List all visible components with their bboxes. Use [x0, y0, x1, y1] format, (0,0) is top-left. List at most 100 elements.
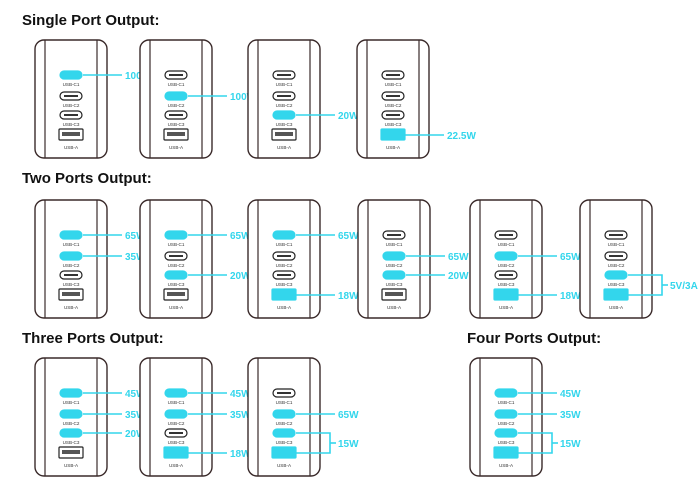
usb-c3-port [272, 110, 296, 120]
port-label-c3: USB-C3 [276, 440, 293, 445]
port-label-c1: USB-C1 [276, 400, 293, 405]
usb-c3-port [494, 428, 518, 438]
port-label-c2: USB-C2 [168, 263, 185, 268]
wattage-label: 15W [560, 439, 581, 450]
usb-a-port [380, 128, 406, 141]
usb-c1-port-slot [609, 234, 623, 236]
port-label-c3: USB-C3 [276, 122, 293, 127]
port-label-a: USB-A [277, 463, 292, 468]
usb-c3-port-slot [169, 432, 183, 434]
port-label-c1: USB-C1 [168, 242, 185, 247]
port-label-c3: USB-C3 [386, 282, 403, 287]
port-label-a: USB-A [64, 145, 79, 150]
wattage-label: 20W [125, 429, 146, 440]
usb-c2-port-slot [386, 95, 400, 97]
usb-c2-port [59, 251, 83, 261]
port-label-c2: USB-C2 [63, 421, 80, 426]
port-label-c3: USB-C3 [63, 282, 80, 287]
port-label-c3: USB-C3 [168, 282, 185, 287]
port-label-c2: USB-C2 [498, 263, 515, 268]
wattage-label: 5V/3A [670, 281, 698, 292]
wattage-label: 35W [560, 410, 581, 421]
usb-c2-port [382, 251, 406, 261]
usb-c3-port [164, 270, 188, 280]
port-label-c2: USB-C2 [608, 263, 625, 268]
usb-a-port [493, 446, 519, 459]
usb-a-port-tongue [62, 132, 80, 136]
usb-c1-port-slot [386, 74, 400, 76]
wattage-label: 65W [338, 410, 359, 421]
two-ports-output-title: Two Ports Output: [22, 170, 152, 187]
usb-c2-port [494, 251, 518, 261]
usb-c1-port-slot [277, 74, 291, 76]
port-label-a: USB-A [387, 305, 402, 310]
usb-a-port-tongue [167, 292, 185, 296]
port-label-a: USB-A [609, 305, 624, 310]
usb-c1-port [164, 388, 188, 398]
usb-c3-port-slot [277, 274, 291, 276]
port-label-c1: USB-C1 [276, 82, 293, 87]
usb-a-port-tongue [275, 132, 293, 136]
usb-c2-port [164, 409, 188, 419]
usb-a-port [271, 446, 297, 459]
wattage-label: 65W [125, 231, 146, 242]
usb-a-port [493, 288, 519, 301]
usb-c1-port-slot [499, 234, 513, 236]
usb-c1-port [59, 388, 83, 398]
wattage-label: 35W [125, 410, 146, 421]
wattage-label: 65W [338, 231, 359, 242]
port-label-c1: USB-C1 [608, 242, 625, 247]
port-label-c2: USB-C2 [168, 421, 185, 426]
port-label-c3: USB-C3 [608, 282, 625, 287]
port-label-a: USB-A [386, 145, 401, 150]
port-label-c2: USB-C2 [276, 263, 293, 268]
usb-c3-port-slot [64, 274, 78, 276]
usb-c1-port-slot [387, 234, 401, 236]
port-label-c1: USB-C1 [386, 242, 403, 247]
port-label-a: USB-A [499, 463, 514, 468]
wattage-label: 100W [125, 71, 152, 82]
port-label-c2: USB-C2 [63, 263, 80, 268]
wattage-label: 15W [338, 439, 359, 450]
three-ports-output-title: Three Ports Output: [22, 330, 164, 347]
port-label-a: USB-A [277, 305, 292, 310]
wattage-label: 18W [338, 291, 359, 302]
wattage-label: 100W [230, 92, 257, 103]
wattage-label: 35W [125, 252, 146, 263]
usb-a-port [163, 446, 189, 459]
usb-a-port-tongue [385, 292, 403, 296]
port-label-a: USB-A [277, 145, 292, 150]
port-label-c2: USB-C2 [386, 263, 403, 268]
usb-a-port-tongue [62, 292, 80, 296]
four-ports-output-title: Four Ports Output: [467, 330, 602, 347]
port-label-a: USB-A [64, 305, 79, 310]
port-label-c3: USB-C3 [498, 440, 515, 445]
wattage-label: 18W [230, 449, 251, 460]
usb-c2-port-slot [169, 255, 183, 257]
usb-c2-port [272, 409, 296, 419]
single-port-output-title: Single Port Output: [22, 12, 160, 29]
usb-c1-port [494, 388, 518, 398]
usb-c3-port [272, 428, 296, 438]
port-label-a: USB-A [169, 305, 184, 310]
usb-c3-port-slot [386, 114, 400, 116]
wattage-label: 20W [230, 271, 251, 282]
wattage-label: 65W [230, 231, 251, 242]
usb-c1-port [59, 70, 83, 80]
port-label-c2: USB-C2 [276, 421, 293, 426]
port-label-c1: USB-C1 [498, 242, 515, 247]
port-label-a: USB-A [169, 463, 184, 468]
usb-a-port-tongue [167, 132, 185, 136]
port-label-c2: USB-C2 [276, 103, 293, 108]
